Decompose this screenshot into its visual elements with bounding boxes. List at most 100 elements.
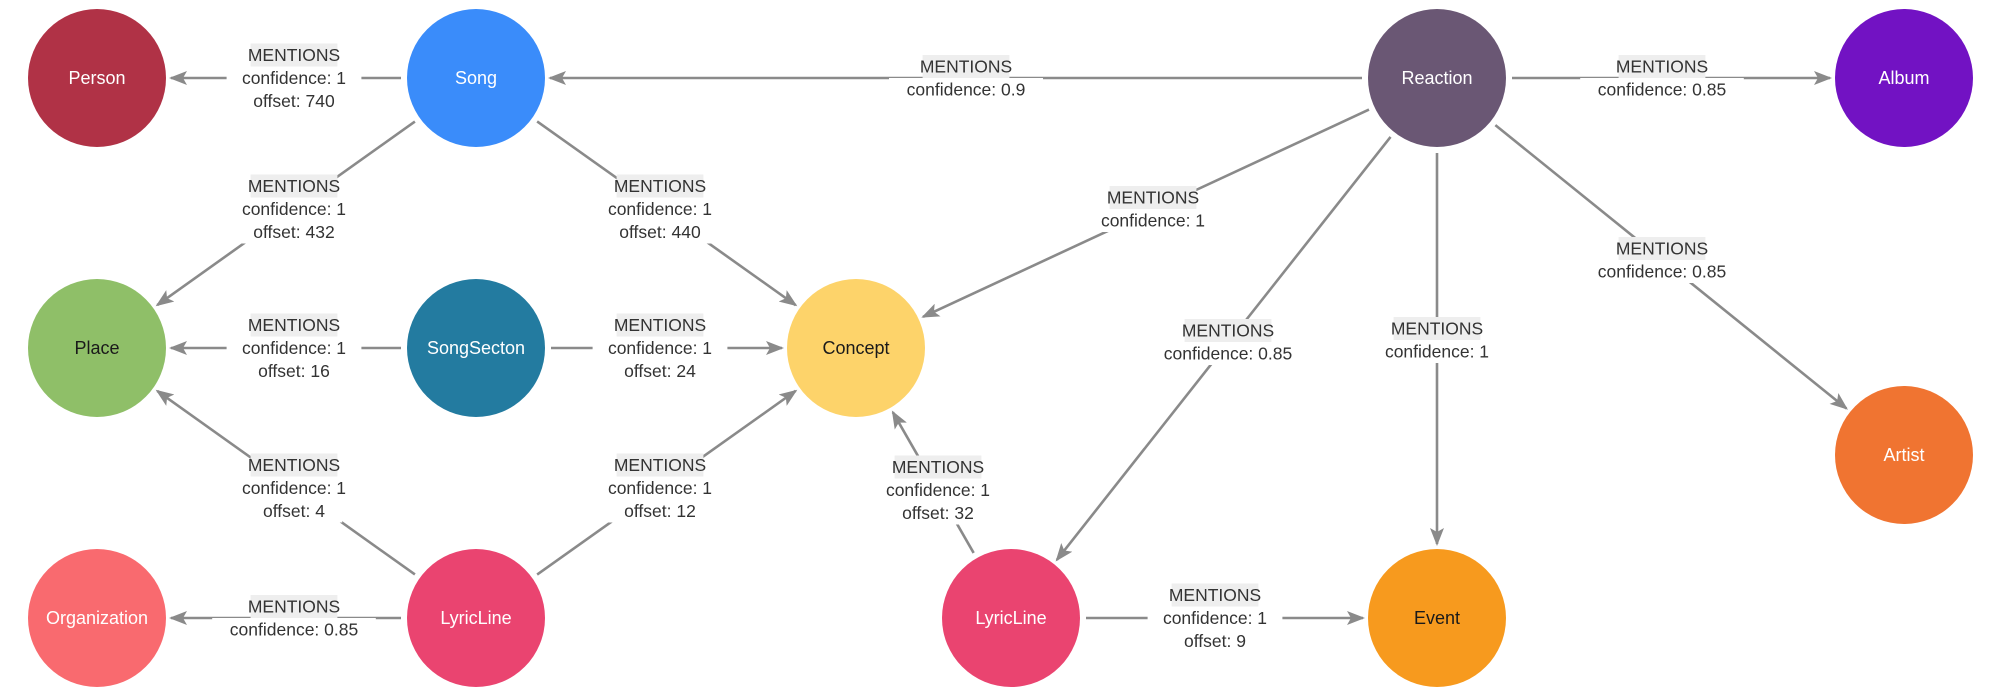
edge-property-label: offset: 32 — [902, 503, 974, 523]
edge-lyricline2-to-concept[interactable]: MENTIONS confidence: 1 offset: 32 — [870, 410, 1006, 554]
edge-song-to-place[interactable]: MENTIONS confidence: 1 offset: 432 — [155, 120, 416, 307]
edge-type-label: MENTIONS — [614, 315, 706, 335]
node-songsecton[interactable]: SongSecton — [407, 279, 545, 417]
edge-songsecton-to-concept[interactable]: MENTIONS confidence: 1 offset: 24 — [551, 313, 784, 383]
edge-property-label: confidence: 1 — [886, 480, 990, 500]
edge-property-background — [236, 220, 352, 244]
edge-property-label: confidence: 1 — [242, 478, 346, 498]
node-circle[interactable] — [28, 9, 166, 147]
edge-songsecton-to-place[interactable]: MENTIONS confidence: 1 offset: 16 — [169, 313, 401, 383]
node-reaction[interactable]: Reaction — [1368, 9, 1506, 147]
edge-property-background — [236, 89, 352, 113]
node-lyricline2[interactable]: LyricLine — [942, 549, 1080, 687]
edge-type-background — [894, 455, 982, 479]
node-circle[interactable] — [942, 549, 1080, 687]
edge-property-label: confidence: 1 — [608, 338, 712, 358]
edge-property-label: confidence: 0.85 — [1598, 80, 1726, 100]
edge-property-background — [592, 336, 728, 360]
edge-type-background — [1393, 317, 1481, 340]
node-place[interactable]: Place — [28, 279, 166, 417]
node-person[interactable]: Person — [28, 9, 166, 147]
node-circle[interactable] — [1368, 9, 1506, 147]
edge-property-label: offset: 440 — [619, 222, 701, 242]
edge-type-background — [1618, 55, 1706, 78]
edge-property-label: confidence: 1 — [608, 199, 712, 219]
edge-reaction-to-lyricline2[interactable]: MENTIONS confidence: 0.85 — [1055, 136, 1392, 562]
node-label: Song — [455, 68, 497, 88]
edge-property-background — [602, 220, 718, 244]
node-circle[interactable] — [28, 549, 166, 687]
node-organization[interactable]: Organization — [28, 549, 166, 687]
node-circle[interactable] — [407, 279, 545, 417]
node-label: Reaction — [1401, 68, 1472, 88]
edge-type-label: MENTIONS — [248, 45, 340, 65]
node-label: LyricLine — [440, 608, 511, 628]
edge-type-label: MENTIONS — [892, 457, 984, 477]
node-label: Concept — [822, 338, 889, 358]
node-song[interactable]: Song — [407, 9, 545, 147]
node-lyricline1[interactable]: LyricLine — [407, 549, 545, 687]
edge-property-background — [1146, 342, 1310, 365]
edge-type-label: MENTIONS — [248, 455, 340, 475]
node-circle[interactable] — [407, 549, 545, 687]
edge-property-label: offset: 16 — [258, 361, 330, 381]
edge-property-label: confidence: 1 — [1101, 211, 1205, 231]
edge-property-background — [870, 478, 1006, 502]
edge-property-background — [1580, 260, 1744, 283]
edge-type-background — [1171, 583, 1259, 607]
edge-type-label: MENTIONS — [248, 315, 340, 335]
edge-type-background — [1184, 319, 1272, 342]
node-artist[interactable]: Artist — [1835, 386, 1973, 524]
edge-property-label: confidence: 0.85 — [230, 620, 358, 640]
node-circle[interactable] — [787, 279, 925, 417]
edge-property-background — [1369, 340, 1505, 363]
edge-property-label: offset: 24 — [624, 361, 696, 381]
edge-property-background — [1085, 209, 1221, 232]
edge-type-label: MENTIONS — [1616, 57, 1708, 77]
edge-property-background — [885, 501, 991, 525]
edge-property-label: offset: 740 — [253, 91, 335, 111]
node-label: Album — [1878, 68, 1929, 88]
edge-type-label: MENTIONS — [920, 57, 1012, 77]
edge-type-label: MENTIONS — [248, 597, 340, 617]
edge-property-background — [889, 78, 1043, 101]
edge-property-label: offset: 432 — [253, 222, 334, 242]
node-circle[interactable] — [28, 279, 166, 417]
edge-type-label: MENTIONS — [248, 176, 340, 196]
edge-type-background — [1109, 186, 1197, 209]
edge-property-background — [226, 66, 362, 90]
edge-type-background — [922, 55, 1010, 78]
edge-property-label: confidence: 0.85 — [1164, 344, 1292, 364]
edge-reaction-to-concept[interactable]: MENTIONS confidence: 1 — [921, 108, 1370, 318]
node-circle[interactable] — [1835, 9, 1973, 147]
edge-property-label: confidence: 1 — [1163, 608, 1267, 628]
node-label: Artist — [1883, 445, 1924, 465]
node-album[interactable]: Album — [1835, 9, 1973, 147]
edge-property-label: confidence: 1 — [242, 199, 346, 219]
edge-property-background — [592, 476, 728, 500]
edge-property-label: confidence: 1 — [242, 338, 346, 358]
edge-type-background — [250, 174, 338, 198]
edge-type-label: MENTIONS — [614, 455, 706, 475]
node-event[interactable]: Event — [1368, 549, 1506, 687]
node-circle[interactable] — [1368, 549, 1506, 687]
node-circle[interactable] — [407, 9, 545, 147]
edge-reaction-to-album[interactable]: MENTIONS confidence: 0.85 — [1512, 55, 1832, 101]
edge-type-label: MENTIONS — [1169, 585, 1261, 605]
node-concept[interactable]: Concept — [787, 279, 925, 417]
edge-type-label: MENTIONS — [1107, 188, 1199, 208]
edge-lyricline1-to-organization[interactable]: MENTIONS confidence: 0.85 — [169, 595, 401, 641]
edge-property-background — [245, 499, 343, 523]
node-circle[interactable] — [1835, 386, 1973, 524]
